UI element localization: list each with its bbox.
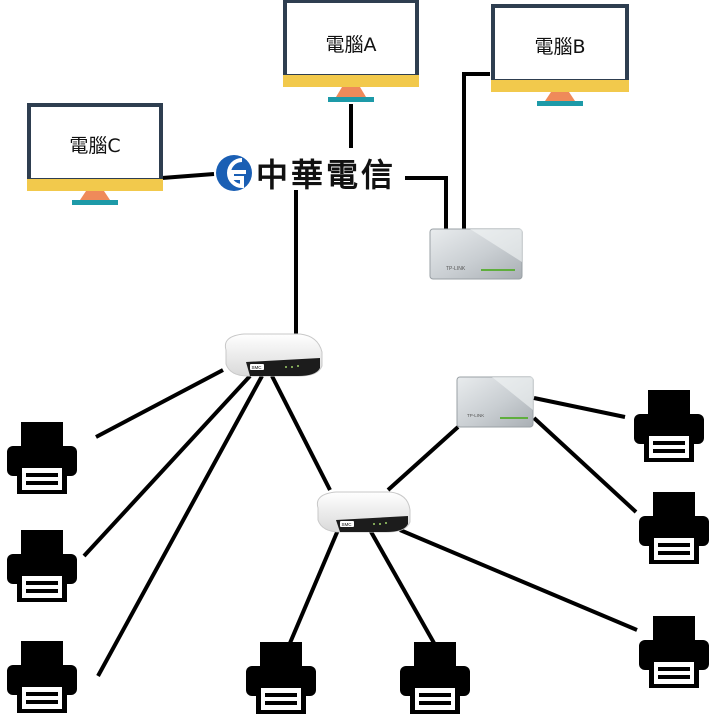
link-router-main-printer-2 xyxy=(82,374,252,558)
isp-name: 中華電信 xyxy=(256,156,396,194)
computer-a-label: 電腦A xyxy=(326,34,377,56)
link-pc-b-switch-top xyxy=(462,72,490,231)
computer-c: 電腦C xyxy=(27,103,163,205)
printer-icon xyxy=(7,530,77,602)
link-router-sub-printer-6 xyxy=(288,529,340,644)
printer-icon xyxy=(7,422,77,494)
link-pc-c-isp xyxy=(161,172,215,180)
monitor-base xyxy=(283,75,419,87)
monitor-foot xyxy=(72,200,118,205)
monitor-screen xyxy=(283,0,419,78)
printer-icon xyxy=(634,390,704,462)
link-router-main-printer-1 xyxy=(95,368,224,439)
link-router-main-router-sub xyxy=(270,375,332,491)
monitor-stand xyxy=(545,92,575,101)
computer-b-label: 電腦B xyxy=(534,36,585,58)
router-sub: SMC xyxy=(316,491,411,533)
isp-node: 中華電信 xyxy=(216,155,396,194)
router-main: SMC xyxy=(224,333,323,377)
monitor-base xyxy=(27,179,163,191)
link-router-sub-printer-7 xyxy=(368,529,436,644)
monitor-base xyxy=(491,80,629,92)
router-sub-brand: SMC xyxy=(342,522,353,527)
link-router-sub-printer-8 xyxy=(399,528,638,632)
monitor-foot xyxy=(537,101,583,106)
link-isp-switch-top xyxy=(405,176,448,231)
link-switch-bottom-printer-4 xyxy=(533,396,626,419)
monitor-stand xyxy=(80,191,110,200)
link-router-main-printer-3 xyxy=(96,375,264,677)
link-switch-bottom-printer-5 xyxy=(532,416,638,514)
monitor-foot xyxy=(328,97,374,102)
printer-icon xyxy=(400,642,470,714)
monitor-screen xyxy=(491,4,629,83)
router-main-brand: SMC xyxy=(252,365,263,370)
computer-a: 電腦A xyxy=(283,0,419,102)
switch-bottom-brand: TP-LINK xyxy=(467,413,484,418)
computer-b: 電腦B xyxy=(491,4,629,106)
cht-logo-icon xyxy=(216,155,252,191)
switch-top: TP-LINK xyxy=(429,228,523,280)
monitor-stand xyxy=(336,87,366,97)
link-router-sub-switch-bottom xyxy=(386,425,460,492)
switch-bottom: TP-LINK xyxy=(456,376,534,428)
monitor-screen xyxy=(27,103,163,182)
printer-icon xyxy=(246,642,316,714)
printer-icon xyxy=(639,492,709,564)
printer-icon xyxy=(639,616,709,688)
computer-c-label: 電腦C xyxy=(69,135,120,157)
connection-lines xyxy=(82,72,638,677)
printer-icon xyxy=(7,641,77,713)
switch-top-brand: TP-LINK xyxy=(446,266,466,272)
